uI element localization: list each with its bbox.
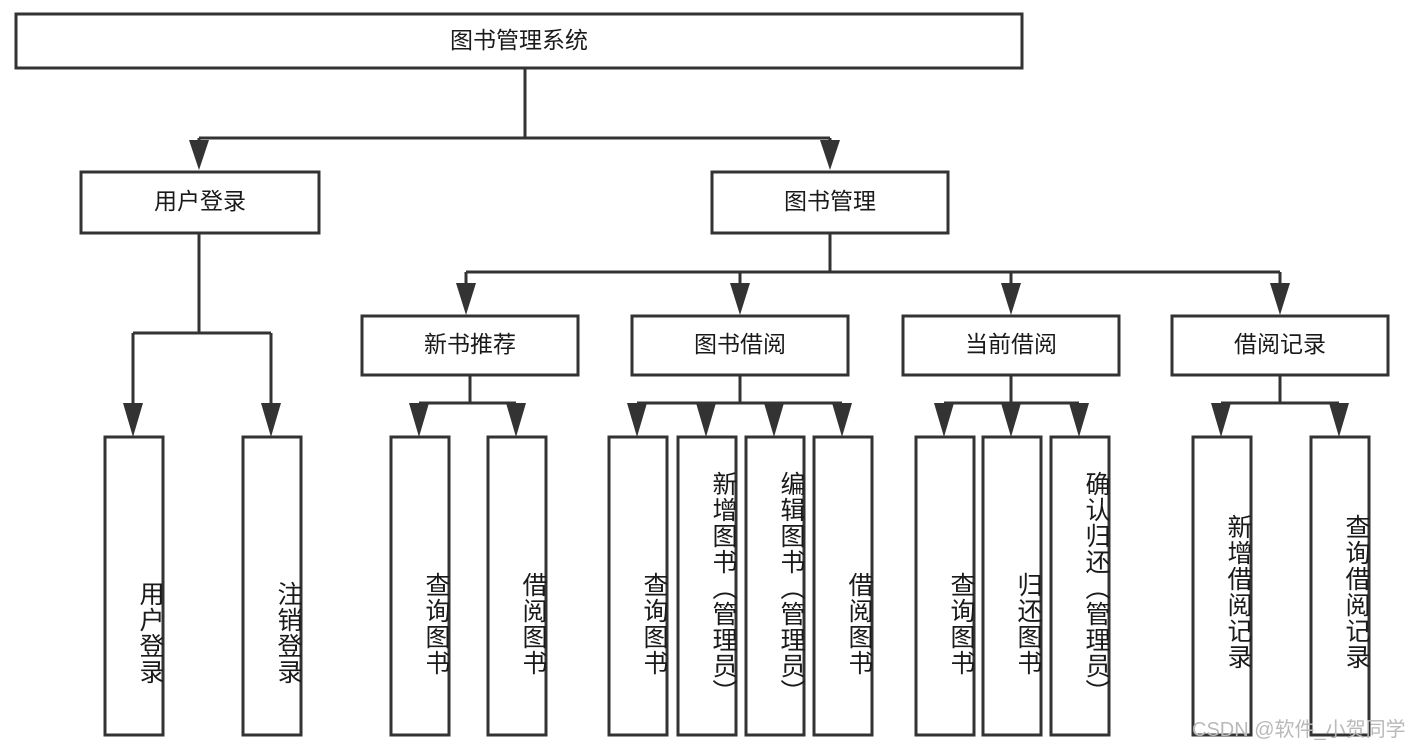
arrow-recommend-leaf-2 (506, 403, 526, 437)
leaf-box-query-book-1[interactable] (389, 435, 451, 737)
leaf-box-add-record[interactable] (1191, 435, 1253, 737)
node-user-login[interactable]: 用户登录 (79, 170, 321, 235)
leaf-box-return-book[interactable] (981, 435, 1043, 737)
leaf-box-confirm-return[interactable] (1049, 435, 1111, 737)
node-new-book-recommend-box[interactable] (360, 314, 580, 377)
node-book-management-box[interactable] (710, 170, 950, 235)
node-user-login-label: 用户登录 (154, 188, 246, 214)
arrow-root-to-book-mgmt (820, 140, 840, 170)
node-root-box[interactable] (14, 12, 1024, 70)
arrow-borrow-leaf-2 (696, 403, 716, 437)
node-borrow-record-box[interactable] (1170, 314, 1390, 377)
leaf-box-group (103, 435, 1371, 737)
node-new-book-recommend[interactable]: 新书推荐 (360, 314, 580, 377)
connector-group-root (189, 68, 840, 170)
arrow-book-mgmt-child-1 (456, 283, 476, 315)
watermark-label: CSDN @软件_小贺同学 (1192, 719, 1405, 741)
arrow-borrow-leaf-3 (764, 403, 784, 437)
arrow-book-mgmt-child-4 (1270, 283, 1290, 315)
arrow-root-to-user-login (189, 140, 209, 170)
leaf-box-query-record[interactable] (1309, 435, 1371, 737)
arrow-borrow-leaf-4 (832, 403, 852, 437)
arrow-book-mgmt-child-3 (1001, 283, 1021, 315)
arrow-current-leaf-3 (1069, 403, 1089, 437)
node-new-book-recommend-label: 新书推荐 (424, 331, 516, 357)
arrow-record-leaf-1 (1211, 403, 1231, 437)
leaf-box-query-book-3[interactable] (914, 435, 976, 737)
node-book-management-label: 图书管理 (784, 188, 876, 214)
leaf-box-query-book-2[interactable] (607, 435, 669, 737)
connector-group-user-login (123, 233, 281, 437)
connector-group-book-mgmt (456, 233, 1290, 315)
leaf-box-logout-login[interactable] (241, 435, 303, 737)
node-root-label: 图书管理系统 (450, 27, 588, 53)
arrow-current-leaf-1 (934, 403, 954, 437)
node-book-management[interactable]: 图书管理 (710, 170, 950, 235)
arrow-user-login-leaf-2 (261, 403, 281, 437)
arrow-record-leaf-2 (1329, 403, 1349, 437)
node-user-login-box[interactable] (79, 170, 321, 235)
leaf-box-user-login[interactable] (103, 435, 165, 737)
connector-group-new-book-recommend (409, 375, 526, 437)
connector-group-book-borrow (627, 375, 852, 437)
node-current-borrow[interactable]: 当前借阅 (901, 314, 1121, 377)
connector-group-current-borrow (934, 375, 1089, 437)
arrow-current-leaf-2 (1001, 403, 1021, 437)
node-book-borrow[interactable]: 图书借阅 (630, 314, 850, 377)
leaf-box-borrow-book-2[interactable] (812, 435, 874, 737)
node-current-borrow-label: 当前借阅 (965, 331, 1057, 357)
leaf-box-edit-book[interactable] (744, 435, 806, 737)
arrow-book-mgmt-child-2 (730, 283, 750, 315)
node-borrow-record[interactable]: 借阅记录 (1170, 314, 1390, 377)
node-book-borrow-box[interactable] (630, 314, 850, 377)
node-current-borrow-box[interactable] (901, 314, 1121, 377)
leaf-box-add-book[interactable] (676, 435, 738, 737)
node-book-borrow-label: 图书借阅 (694, 331, 786, 357)
node-borrow-record-label: 借阅记录 (1234, 331, 1326, 357)
arrow-recommend-leaf-1 (409, 403, 429, 437)
node-root[interactable]: 图书管理系统 (14, 12, 1024, 70)
arrow-borrow-leaf-1 (627, 403, 647, 437)
arrow-user-login-leaf-1 (123, 403, 143, 437)
leaf-box-borrow-book-1[interactable] (486, 435, 548, 737)
connector-group-borrow-record (1211, 375, 1349, 437)
